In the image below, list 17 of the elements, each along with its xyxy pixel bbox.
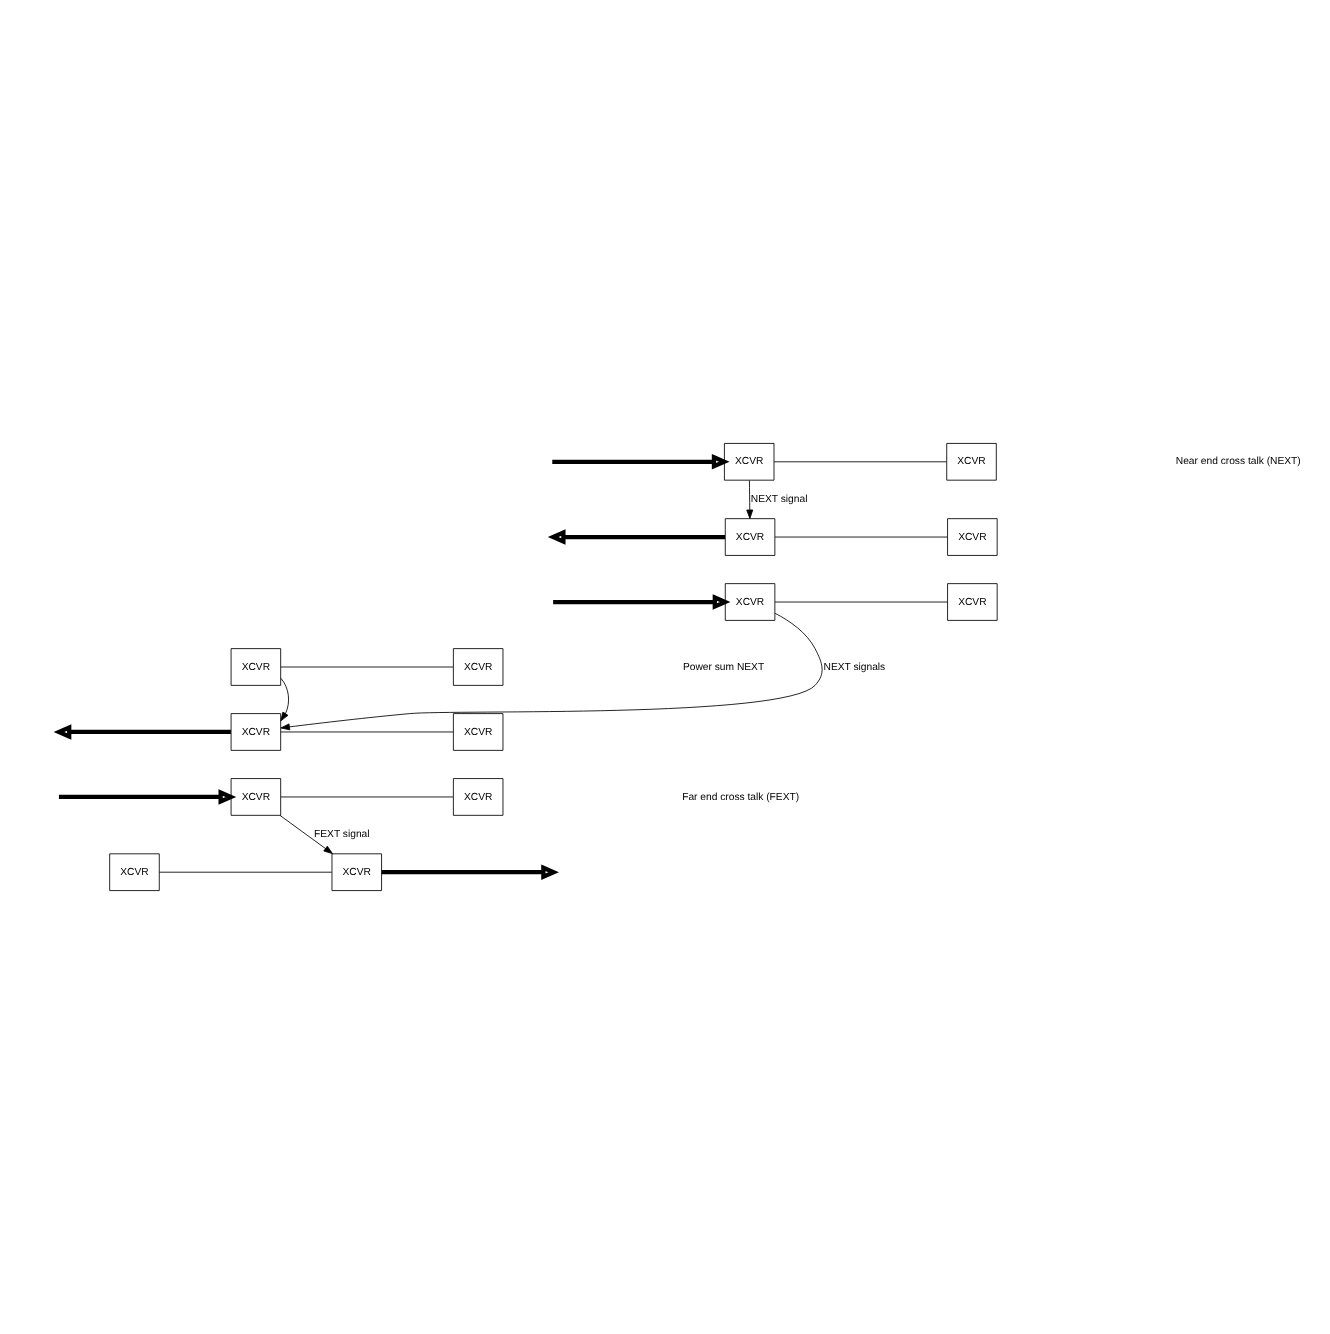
connector xyxy=(159,871,333,873)
arrow xyxy=(553,594,731,610)
connector xyxy=(773,461,947,463)
connector xyxy=(774,536,948,538)
arrow xyxy=(381,864,559,880)
arrow xyxy=(279,815,333,855)
arrow xyxy=(552,454,730,470)
connector xyxy=(774,601,948,603)
arrow xyxy=(58,789,237,805)
connector xyxy=(280,666,454,668)
connector xyxy=(280,796,454,798)
arrow xyxy=(53,724,231,740)
arrow xyxy=(280,677,289,722)
arrow xyxy=(280,612,823,731)
arrow xyxy=(547,529,726,545)
arrow xyxy=(746,480,754,519)
connector xyxy=(280,731,454,733)
